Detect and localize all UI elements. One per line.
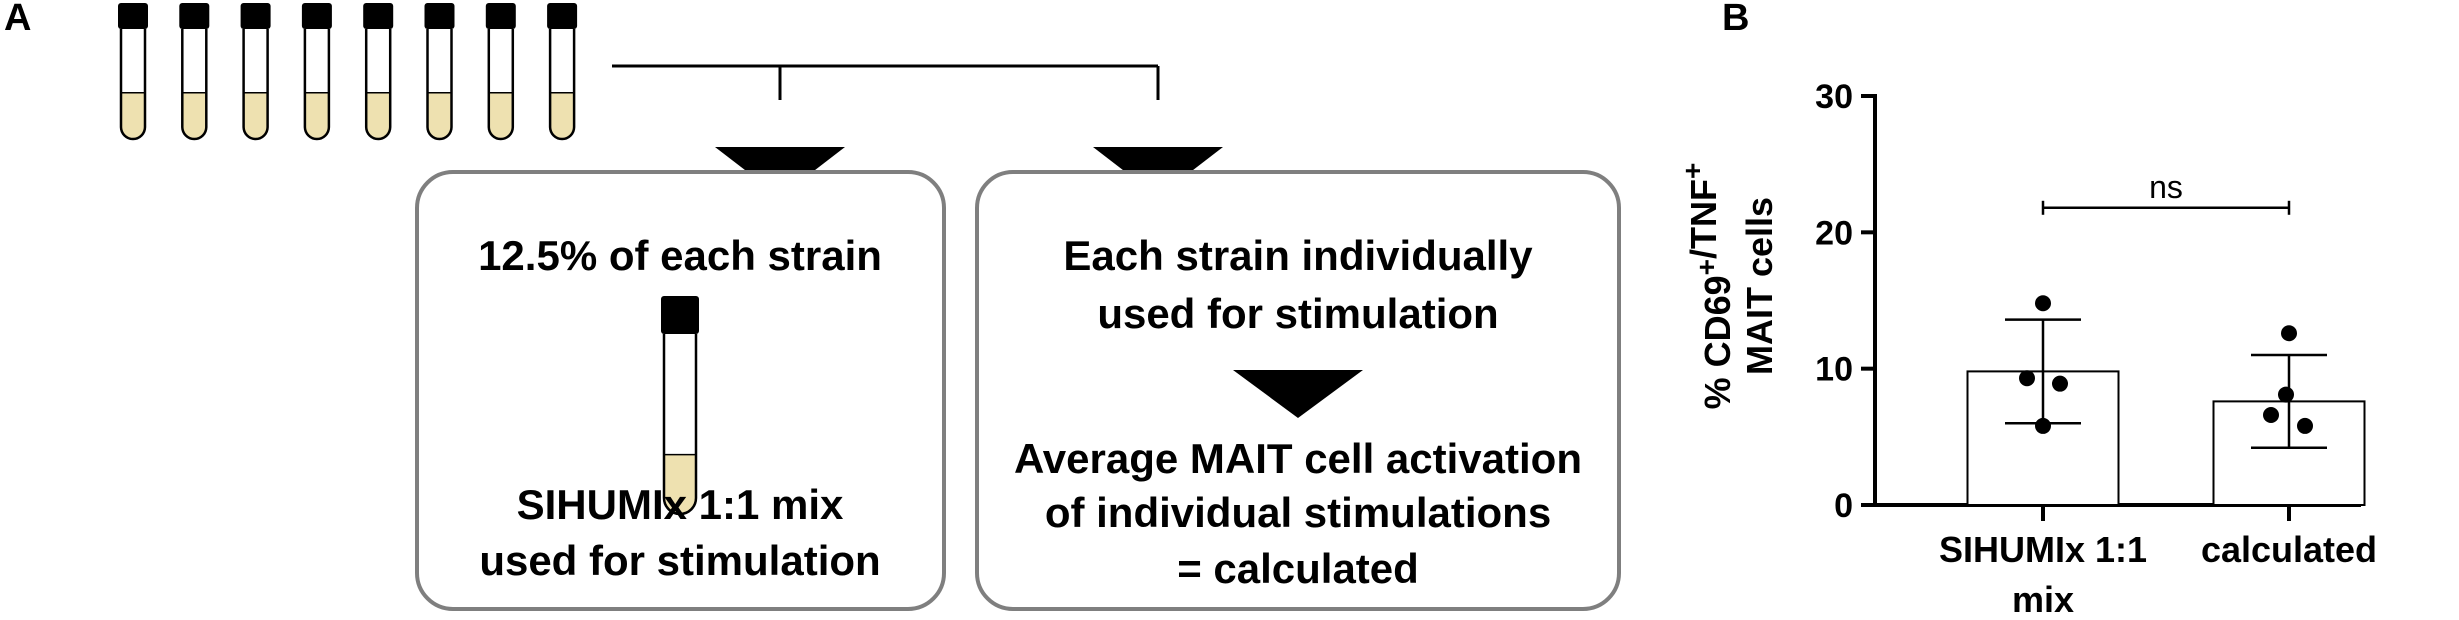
tube-outline xyxy=(662,334,698,516)
strain-tube-4 xyxy=(301,3,332,141)
tube-cap xyxy=(485,3,516,29)
tube-cap xyxy=(363,3,394,29)
panel-label-a: A xyxy=(4,0,31,39)
tube-cap xyxy=(301,3,332,29)
tube-liquid xyxy=(550,92,575,139)
tube-outline xyxy=(181,29,208,141)
data-point xyxy=(2281,325,2297,342)
individual-box-line1: Each strain individually xyxy=(1063,232,1533,279)
mix-box-line2: SIHUMIx 1:1 mix xyxy=(517,481,844,528)
significance-label: ns xyxy=(2149,169,2183,205)
individual-box-line3: Average MAIT cell activation xyxy=(1014,435,1582,482)
tube-liquid xyxy=(488,92,513,139)
tube-outline xyxy=(487,29,515,141)
tube-outline xyxy=(364,29,392,141)
x-tick-label: calculated xyxy=(2201,529,2377,570)
tube-liquid xyxy=(243,92,268,139)
tube-cap xyxy=(240,3,271,29)
tube-liquid xyxy=(427,92,452,139)
strain-tube-8 xyxy=(547,3,578,141)
arrow-down-inner xyxy=(1233,370,1363,418)
strain-tube-6 xyxy=(424,3,455,141)
individual-box-line2: used for stimulation xyxy=(1097,290,1498,337)
individual-box-line4: of individual stimulations xyxy=(1045,489,1551,536)
tube-cap xyxy=(661,296,699,334)
data-point xyxy=(2278,386,2294,403)
individual-stimulation-box: Each strain individually used for stimul… xyxy=(975,170,1621,611)
data-point xyxy=(2052,375,2068,392)
x-tick-label: mix xyxy=(2012,579,2074,620)
y-axis-ticks: 0 10 20 30 xyxy=(1815,78,1875,525)
data-point xyxy=(2263,407,2279,424)
data-point xyxy=(2035,417,2051,434)
data-point xyxy=(2019,370,2035,387)
panel-label-b: B xyxy=(1722,0,1749,39)
strain-tube-3 xyxy=(240,3,271,141)
mix-box-frame xyxy=(415,170,946,611)
y-axis-title-line1: % CD69+/TNF+ xyxy=(1677,163,1738,410)
significance-bracket: ns xyxy=(2041,169,2291,215)
strain-tube-2 xyxy=(179,3,210,141)
mix-tube xyxy=(661,296,699,516)
bars xyxy=(1966,370,2366,507)
mait-activation-chart: % CD69+/TNF+ MAIT cells 0 10 20 30 SIHUMIx … xyxy=(1677,78,2377,620)
tube-cap xyxy=(547,3,578,29)
y-tick-label: 0 xyxy=(1834,487,1853,525)
tube-outline xyxy=(242,29,269,141)
x-axis-ticks: SIHUMIx 1:1 mix calculated xyxy=(1939,505,2377,620)
tube-cap xyxy=(179,3,210,29)
mixed-culture-tube-icon xyxy=(661,296,699,516)
tube-outline xyxy=(303,29,331,141)
y-axis-title-line2: MAIT cells xyxy=(1739,197,1780,375)
y-tick-label: 30 xyxy=(1815,78,1853,116)
tube-liquid xyxy=(664,454,696,514)
tube-outline xyxy=(119,29,147,141)
tube-cap xyxy=(424,3,455,29)
bacterial-strain-tubes xyxy=(118,3,578,141)
tube-cap xyxy=(118,3,148,29)
data-point xyxy=(2035,295,2051,312)
tube-outline xyxy=(426,29,453,141)
mix-box-line1: 12.5% of each strain xyxy=(478,232,882,279)
flow-connectors xyxy=(612,64,1160,100)
strain-tube-7 xyxy=(485,3,516,141)
y-tick-label: 10 xyxy=(1815,351,1853,389)
y-tick-label: 20 xyxy=(1815,214,1853,252)
y-axis-title: % CD69+/TNF+ MAIT cells xyxy=(1677,163,1780,410)
tube-liquid xyxy=(304,92,329,139)
x-tick-label: SIHUMIx 1:1 xyxy=(1939,529,2147,570)
tube-outline xyxy=(548,29,576,141)
tube-liquid xyxy=(121,92,145,139)
strain-tube-1 xyxy=(118,3,148,141)
tube-liquid xyxy=(366,92,391,139)
mix-stimulation-box: 12.5% of each strain SIHUMIx 1:1 mix use… xyxy=(415,170,946,611)
data-points xyxy=(2019,295,2313,434)
data-point xyxy=(2297,417,2313,434)
tube-liquid xyxy=(182,92,207,139)
individual-box-line5: = calculated xyxy=(1177,545,1419,592)
strain-tube-5 xyxy=(363,3,394,141)
mix-box-line3: used for stimulation xyxy=(479,537,880,584)
